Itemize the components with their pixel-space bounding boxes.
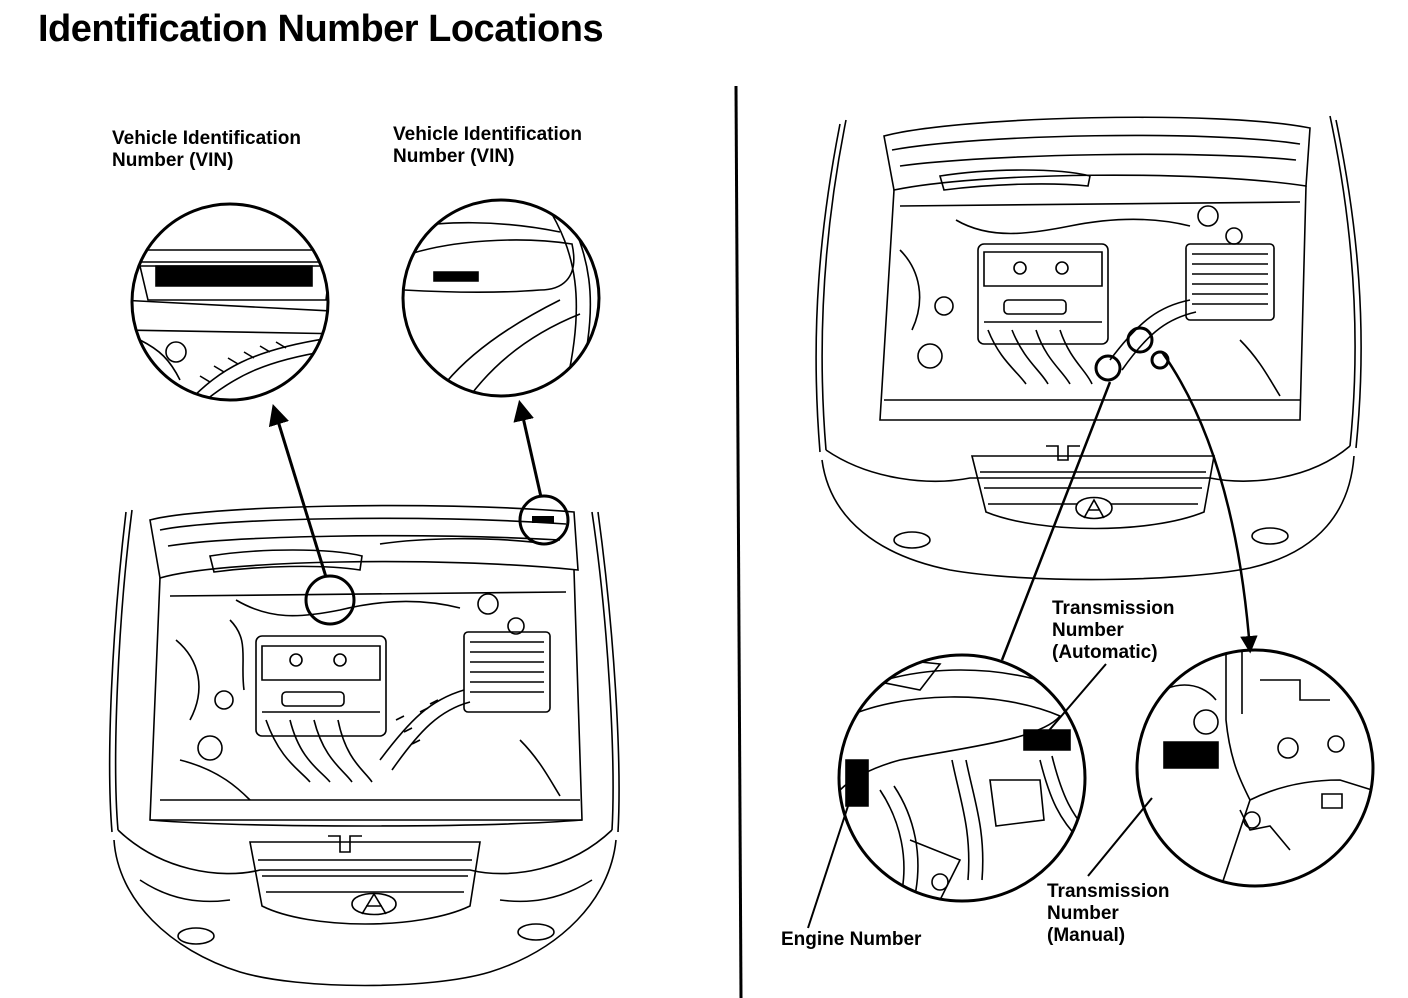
engine-number-label-line-1: Engine Number (781, 929, 922, 950)
transmission-auto-label: Transmission Number (Automatic) (1052, 598, 1175, 664)
vin-label-right: Vehicle Identification Number (VIN) (393, 124, 582, 168)
trans-auto-pointer (1046, 664, 1106, 734)
trans-auto-locator (1128, 328, 1152, 352)
vin-arrow-left (268, 403, 326, 577)
manual-trans-detail (1137, 650, 1373, 890)
vin-label-left-line-1: Vehicle Identification (112, 128, 301, 149)
vin-detail-left (120, 204, 350, 400)
engine-number-label: Engine Number (781, 929, 921, 951)
vin-label-left: Vehicle Identification Number (VIN) (112, 128, 301, 172)
page-title: Identification Number Locations (38, 8, 604, 50)
vin-detail-right (400, 200, 599, 396)
trans-manual-locator (1152, 352, 1168, 368)
vin-locator-windshield (520, 496, 568, 544)
vin-label-left-line-2: Number (VIN) (112, 150, 234, 171)
vin-plate-small (532, 516, 554, 523)
trans-manual-pointer (1088, 798, 1152, 876)
engine-detail (839, 655, 1092, 901)
transmission-auto-label-line-1: Transmission (1052, 598, 1175, 619)
vin-arrow-right (513, 399, 541, 497)
transmission-manual-label-line-2: Number (1047, 903, 1119, 924)
transmission-manual-label-line-3: (Manual) (1047, 925, 1126, 946)
transmission-auto-label-line-3: (Automatic) (1052, 642, 1158, 663)
vin-label-right-line-1: Vehicle Identification (393, 124, 582, 145)
left-car-drawing (110, 506, 619, 986)
transmission-manual-label-line-1: Transmission (1047, 881, 1170, 902)
engine-number-pointer (808, 806, 848, 928)
transmission-auto-label-line-2: Number (1052, 620, 1124, 641)
page-divider (736, 86, 741, 998)
transmission-manual-label: Transmission Number (Manual) (1047, 881, 1170, 947)
engine-leader (1002, 382, 1110, 660)
vin-locator-dash (306, 576, 354, 624)
vin-label-right-line-2: Number (VIN) (393, 146, 515, 167)
engine-number-locator (1096, 356, 1120, 380)
right-car-drawing (816, 116, 1361, 580)
manual-leader (1162, 352, 1258, 654)
